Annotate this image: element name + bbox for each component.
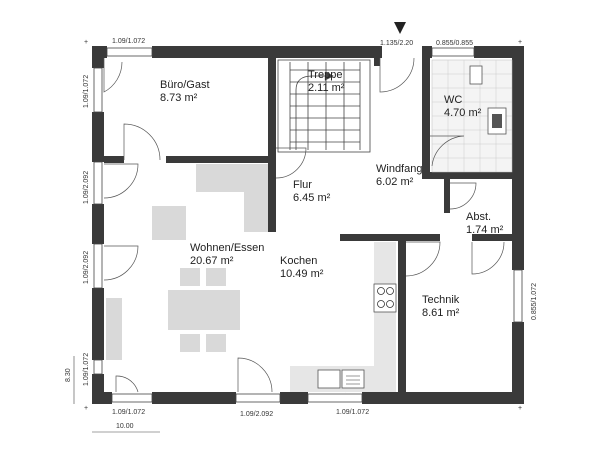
outer-walls — [92, 46, 524, 404]
room-name-windfang: Windfang — [376, 163, 422, 175]
interior-walls — [104, 58, 512, 392]
furniture — [106, 164, 397, 392]
corner-markers: + + + + — [84, 39, 522, 412]
room-area-treppe: 2.11 m² — [308, 82, 345, 94]
dim-overall-height: 8.30 — [65, 368, 72, 382]
entrance-arrow-icon — [394, 22, 406, 34]
dim-overall-width: 10.00 — [116, 423, 134, 430]
windows — [93, 47, 523, 403]
room-area-kochen: 10.49 m² — [280, 268, 324, 280]
room-area-technik: 8.61 m² — [422, 307, 460, 319]
svg-text:+: + — [84, 39, 88, 46]
dim-top-entry: 1.135/2.20 — [380, 40, 413, 47]
room-area-abst: 1.74 m² — [466, 224, 504, 236]
room-name-wohnen: Wohnen/Essen — [190, 242, 264, 254]
room-name-technik: Technik — [422, 294, 460, 306]
room-area-wc: 4.70 m² — [444, 107, 482, 119]
wc-tiles — [431, 59, 513, 173]
dim-left-mid2: 1.09/2.092 — [83, 251, 90, 284]
room-name-flur: Flur — [293, 179, 312, 191]
room-name-buero: Büro/Gast — [160, 79, 210, 91]
dimension-labels: 1.09/1.072 1.135/2.20 0.855/0.855 1.09/1… — [65, 38, 538, 433]
dim-left-upper: 1.09/1.072 — [83, 75, 90, 108]
svg-text:+: + — [84, 405, 88, 412]
room-name-kochen: Kochen — [280, 255, 317, 267]
room-area-flur: 6.45 m² — [293, 192, 331, 204]
dim-bottom-mid: 1.09/2.092 — [240, 411, 273, 418]
room-area-windfang: 6.02 m² — [376, 176, 414, 188]
room-name-wc: WC — [444, 94, 462, 106]
room-name-treppe: Treppe — [308, 69, 342, 81]
dim-left-lower: 1.09/1.072 — [83, 353, 90, 386]
dim-bottom-left: 1.09/1.072 — [112, 409, 145, 416]
dim-bottom-right: 1.09/1.072 — [336, 409, 369, 416]
room-area-wohnen: 20.67 m² — [190, 255, 234, 267]
room-area-buero: 8.73 m² — [160, 92, 198, 104]
dim-top-right: 0.855/0.855 — [436, 40, 473, 47]
room-name-abst: Abst. — [466, 211, 491, 223]
doors — [103, 57, 505, 393]
dim-top-left: 1.09/1.072 — [112, 38, 145, 45]
dim-right-side: 0.855/1.072 — [531, 283, 538, 320]
staircase — [277, 59, 371, 153]
room-labels: Büro/Gast 8.73 m² Treppe 2.11 m² WC 4.70… — [160, 69, 504, 319]
svg-text:+: + — [518, 405, 522, 412]
dim-left-mid1: 1.09/2.092 — [83, 171, 90, 204]
svg-text:+: + — [518, 39, 522, 46]
